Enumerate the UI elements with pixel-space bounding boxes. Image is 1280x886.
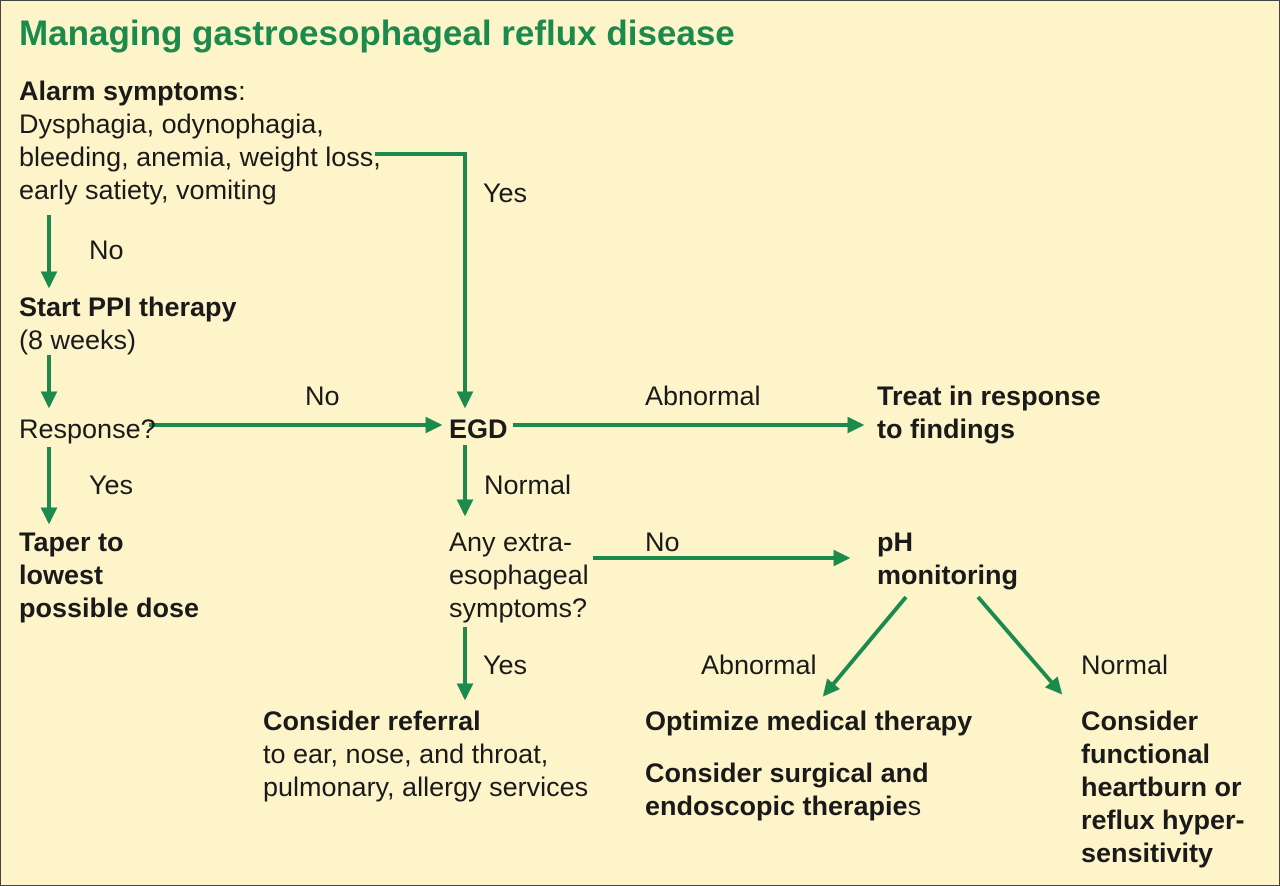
alarm-line: bleeding, anemia, weight loss, [19, 142, 381, 172]
functional-line: functional [1081, 739, 1210, 769]
node-consider-referral: Consider referral to ear, nose, and thro… [263, 705, 588, 804]
taper-line: lowest [19, 560, 104, 590]
diagram-title: Managing gastroesophageal reflux disease [19, 14, 735, 53]
optimize-line: Optimize medical therapy [645, 706, 973, 736]
referral-line: to ear, nose, and throat, [263, 739, 549, 769]
node-response: Response? [19, 414, 156, 444]
optimize-line: endoscopic therapie [645, 791, 908, 821]
optimize-line: Consider surgical and [645, 758, 929, 788]
alarm-colon: : [238, 76, 246, 106]
edge-label-ph-normal: Normal [1081, 650, 1169, 680]
node-extra-esophageal: Any extra- esophageal symptoms? [449, 526, 589, 625]
node-ph-monitoring: pH monitoring [877, 526, 1018, 592]
edge-label-extra-no: No [645, 527, 680, 557]
edge-label-egd-normal: Normal [484, 470, 572, 500]
edge-label-extra-yes: Yes [483, 650, 528, 680]
node-egd: EGD [449, 414, 508, 444]
node-taper: Taper to lowest possible dose [19, 526, 199, 625]
extra-line: Any extra- [449, 527, 573, 557]
referral-line: pulmonary, allergy services [263, 772, 589, 802]
referral-heading: Consider referral [263, 706, 481, 736]
ppi-heading: Start PPI therapy [19, 292, 237, 322]
treat-line: Treat in response [877, 381, 1101, 411]
ppi-sub: (8 weeks) [19, 325, 137, 355]
extra-line: esophageal [449, 560, 589, 590]
node-functional-heartburn: Consider functional heartburn or reflux … [1081, 705, 1245, 870]
functional-line: reflux hyper- [1081, 805, 1245, 835]
edge-label-ph-abnormal: Abnormal [701, 650, 817, 680]
edge-label-alarm-no: No [89, 235, 124, 265]
node-alarm-symptoms: Alarm symptoms: Dysphagia, odynophagia, … [19, 75, 381, 207]
alarm-line: Dysphagia, odynophagia, [19, 109, 324, 139]
edge-label-response-no: No [305, 381, 340, 411]
functional-line: sensitivity [1081, 838, 1214, 868]
optimize-line-tail: s [907, 791, 922, 821]
arrow-alarm-to-egd [375, 152, 474, 409]
taper-line: possible dose [19, 593, 200, 623]
edge-label-egd-abnormal: Abnormal [645, 381, 761, 411]
functional-line: Consider [1081, 706, 1199, 736]
functional-line: heartburn or [1081, 772, 1242, 802]
alarm-heading: Alarm symptoms [19, 76, 239, 106]
taper-line: Taper to [19, 527, 124, 557]
extra-line: symptoms? [449, 593, 588, 623]
ph-line: pH [877, 527, 913, 557]
arrow-ph-to-optimize [822, 595, 908, 697]
node-treat: Treat in response to findings [877, 380, 1101, 446]
edge-label-response-yes: Yes [89, 470, 134, 500]
node-start-ppi: Start PPI therapy (8 weeks) [19, 291, 237, 357]
alarm-line: early satiety, vomiting [19, 175, 277, 205]
ph-line: monitoring [877, 560, 1018, 590]
treat-line: to findings [877, 414, 1015, 444]
edge-label-alarm-yes: Yes [483, 178, 528, 208]
node-optimize-therapy: Optimize medical therapy Consider surgic… [645, 705, 972, 823]
arrow-ph-to-functional [976, 595, 1063, 695]
